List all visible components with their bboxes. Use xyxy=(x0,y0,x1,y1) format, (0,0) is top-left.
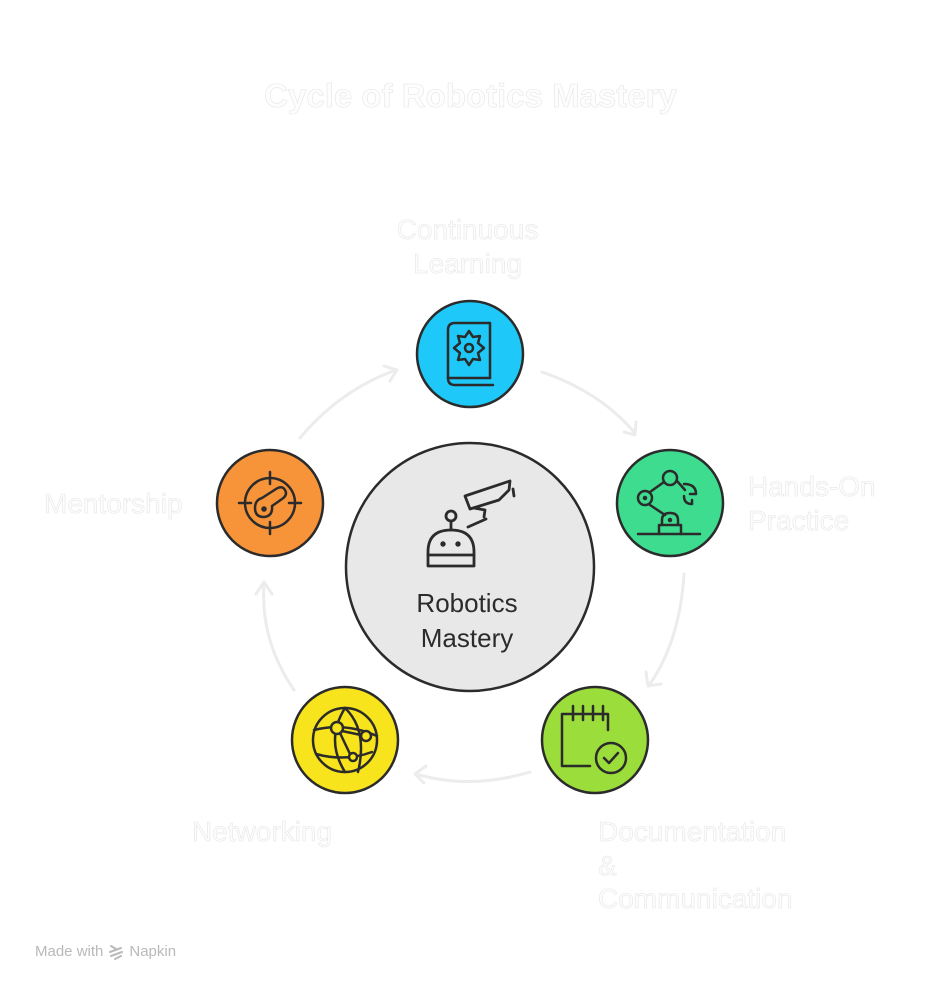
book-gear-icon xyxy=(446,321,495,387)
target-key-icon xyxy=(237,470,303,536)
node-hands-on-practice xyxy=(615,448,725,558)
diagram-title: Cycle of Robotics Mastery xyxy=(264,77,677,115)
globe-network-icon xyxy=(311,706,379,774)
arrow-documentation-to-networking xyxy=(413,764,532,785)
arrow-networking-to-mentorship xyxy=(254,580,296,692)
footer-attribution[interactable]: Made with Napkin xyxy=(35,943,176,960)
label-line: Learning xyxy=(413,247,523,279)
label-line: Hands-On xyxy=(748,471,876,503)
made-with-text: Made with xyxy=(35,943,104,960)
label-line: Continuous xyxy=(396,214,539,246)
label-line: Documentation xyxy=(598,816,787,848)
center-label-line1: Robotics xyxy=(416,588,518,618)
napkin-brand-text: Napkin xyxy=(129,943,177,960)
robot-and-camera-icon xyxy=(426,479,516,568)
center-label: Robotics Mastery xyxy=(346,586,588,656)
label-line: Mentorship xyxy=(44,488,183,520)
robot-arm-icon xyxy=(636,469,702,536)
node-documentation-communication xyxy=(540,685,650,795)
label-continuous-learning: Continuous Learning xyxy=(380,213,555,280)
napkin-logo-icon xyxy=(109,944,124,960)
label-networking: Networking xyxy=(192,815,333,849)
node-networking xyxy=(290,685,400,795)
label-line: Practice xyxy=(748,504,850,536)
arrow-practice-to-documentation xyxy=(644,572,686,688)
center-label-line2: Mastery xyxy=(420,623,514,653)
calendar-check-icon xyxy=(560,704,628,775)
label-line: & xyxy=(598,849,617,881)
label-line: Communication xyxy=(598,883,793,915)
label-documentation-communication: Documentation & Communication xyxy=(598,815,793,916)
label-line: Networking xyxy=(192,816,333,848)
node-continuous-learning xyxy=(415,299,525,409)
arrow-learning-to-practice xyxy=(540,370,638,437)
arrow-mentorship-to-learning xyxy=(298,364,399,440)
label-hands-on-practice: Hands-On Practice xyxy=(748,470,876,537)
label-mentorship: Mentorship xyxy=(44,487,183,521)
node-mentorship xyxy=(215,448,325,558)
